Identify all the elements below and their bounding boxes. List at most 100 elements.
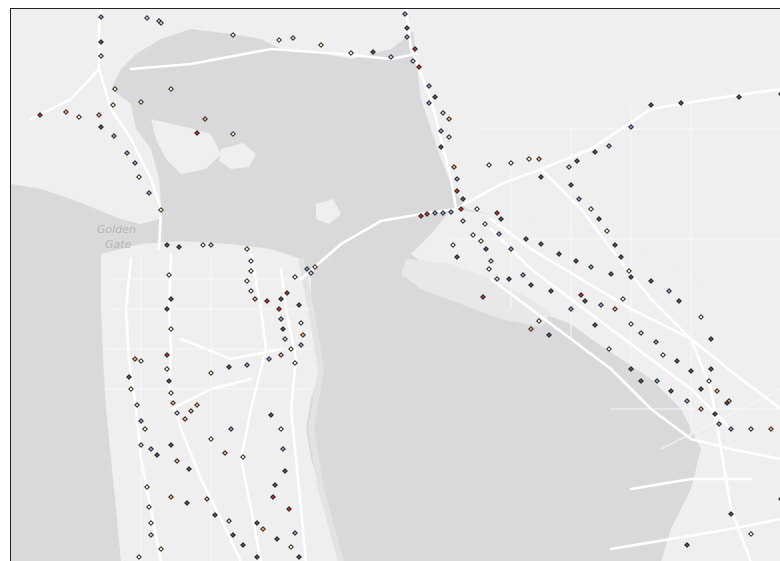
sensor-marker[interactable]	[684, 398, 690, 404]
sensor-marker[interactable]	[164, 242, 170, 248]
sensor-marker[interactable]	[508, 246, 514, 252]
sensor-marker[interactable]	[272, 482, 278, 488]
sensor-marker[interactable]	[254, 520, 260, 526]
sensor-marker[interactable]	[588, 264, 594, 270]
sensor-marker[interactable]	[438, 128, 444, 134]
sensor-marker[interactable]	[136, 174, 142, 180]
sensor-marker[interactable]	[628, 321, 634, 327]
sensor-marker[interactable]	[474, 206, 480, 212]
sensor-marker[interactable]	[168, 494, 174, 500]
sensor-marker[interactable]	[244, 278, 250, 284]
sensor-marker[interactable]	[708, 336, 714, 342]
sensor-marker[interactable]	[460, 196, 466, 202]
sensor-marker[interactable]	[424, 211, 430, 217]
sensor-marker[interactable]	[438, 144, 444, 150]
sensor-marker[interactable]	[292, 360, 298, 366]
sensor-marker[interactable]	[736, 94, 742, 100]
sensor-marker[interactable]	[158, 20, 164, 26]
sensor-markers[interactable]	[37, 11, 780, 560]
sensor-marker[interactable]	[578, 292, 584, 298]
sensor-marker[interactable]	[478, 238, 484, 244]
sensor-marker[interactable]	[574, 158, 580, 164]
sensor-marker[interactable]	[628, 366, 634, 372]
sensor-marker[interactable]	[606, 346, 612, 352]
sensor-marker[interactable]	[208, 242, 214, 248]
sensor-marker[interactable]	[168, 86, 174, 92]
sensor-marker[interactable]	[292, 274, 298, 280]
sensor-marker[interactable]	[684, 542, 690, 548]
sensor-marker[interactable]	[164, 366, 170, 372]
sensor-marker[interactable]	[486, 266, 492, 272]
sensor-marker[interactable]	[138, 442, 144, 448]
sensor-marker[interactable]	[260, 526, 266, 532]
sensor-marker[interactable]	[638, 330, 644, 336]
sensor-marker[interactable]	[528, 282, 534, 288]
sensor-marker[interactable]	[148, 520, 154, 526]
sensor-marker[interactable]	[548, 288, 554, 294]
sensor-marker[interactable]	[628, 124, 634, 130]
sensor-marker[interactable]	[370, 49, 376, 55]
sensor-marker[interactable]	[432, 94, 438, 100]
sensor-marker[interactable]	[144, 484, 150, 490]
sensor-marker[interactable]	[426, 100, 432, 106]
sensor-marker[interactable]	[168, 390, 174, 396]
sensor-marker[interactable]	[648, 278, 654, 284]
sensor-marker[interactable]	[292, 530, 298, 536]
sensor-marker[interactable]	[660, 352, 666, 358]
sensor-marker[interactable]	[166, 378, 172, 384]
sensor-marker[interactable]	[576, 196, 582, 202]
sensor-marker[interactable]	[536, 156, 542, 162]
sensor-marker[interactable]	[538, 174, 544, 180]
sensor-marker[interactable]	[426, 83, 432, 89]
sensor-marker[interactable]	[698, 386, 704, 392]
sensor-marker[interactable]	[284, 290, 290, 296]
sensor-marker[interactable]	[110, 102, 116, 108]
sensor-marker[interactable]	[136, 554, 142, 560]
sensor-marker[interactable]	[248, 268, 254, 274]
sensor-marker[interactable]	[526, 156, 532, 162]
sensor-marker[interactable]	[298, 342, 304, 348]
sensor-marker[interactable]	[728, 511, 734, 517]
sensor-marker[interactable]	[204, 496, 210, 502]
sensor-marker[interactable]	[244, 362, 250, 368]
sensor-marker[interactable]	[264, 298, 270, 304]
sensor-marker[interactable]	[288, 544, 294, 550]
sensor-marker[interactable]	[573, 258, 579, 264]
sensor-marker[interactable]	[480, 294, 486, 300]
sensor-marker[interactable]	[168, 326, 174, 332]
sensor-marker[interactable]	[148, 532, 154, 538]
sensor-marker[interactable]	[280, 326, 286, 332]
sensor-marker[interactable]	[182, 416, 188, 422]
sensor-marker[interactable]	[724, 400, 730, 406]
sensor-marker[interactable]	[146, 504, 152, 510]
sensor-marker[interactable]	[244, 246, 250, 252]
sensor-marker[interactable]	[446, 134, 452, 140]
sensor-marker[interactable]	[674, 358, 680, 364]
sensor-marker[interactable]	[282, 468, 288, 474]
sensor-marker[interactable]	[648, 102, 654, 108]
sensor-marker[interactable]	[132, 356, 138, 362]
sensor-marker[interactable]	[748, 531, 754, 537]
sensor-marker[interactable]	[450, 242, 456, 248]
sensor-marker[interactable]	[566, 164, 572, 170]
sensor-marker[interactable]	[63, 109, 69, 115]
sensor-marker[interactable]	[308, 270, 314, 276]
sensor-marker[interactable]	[226, 518, 232, 524]
sensor-marker[interactable]	[37, 112, 43, 118]
basemap[interactable]: Golden Gate	[11, 9, 780, 561]
sensor-marker[interactable]	[626, 268, 632, 274]
sensor-marker[interactable]	[126, 374, 132, 380]
sensor-marker[interactable]	[240, 542, 246, 548]
sensor-marker[interactable]	[620, 296, 626, 302]
sensor-marker[interactable]	[76, 114, 82, 120]
sensor-marker[interactable]	[598, 302, 604, 308]
sensor-marker[interactable]	[168, 442, 174, 448]
sensor-marker[interactable]	[448, 209, 454, 215]
sensor-marker[interactable]	[494, 276, 500, 282]
sensor-marker[interactable]	[280, 446, 286, 452]
sensor-marker[interactable]	[252, 296, 258, 302]
sensor-marker[interactable]	[290, 35, 296, 41]
sensor-marker[interactable]	[276, 37, 282, 43]
sensor-marker[interactable]	[482, 221, 488, 227]
sensor-marker[interactable]	[186, 466, 192, 472]
